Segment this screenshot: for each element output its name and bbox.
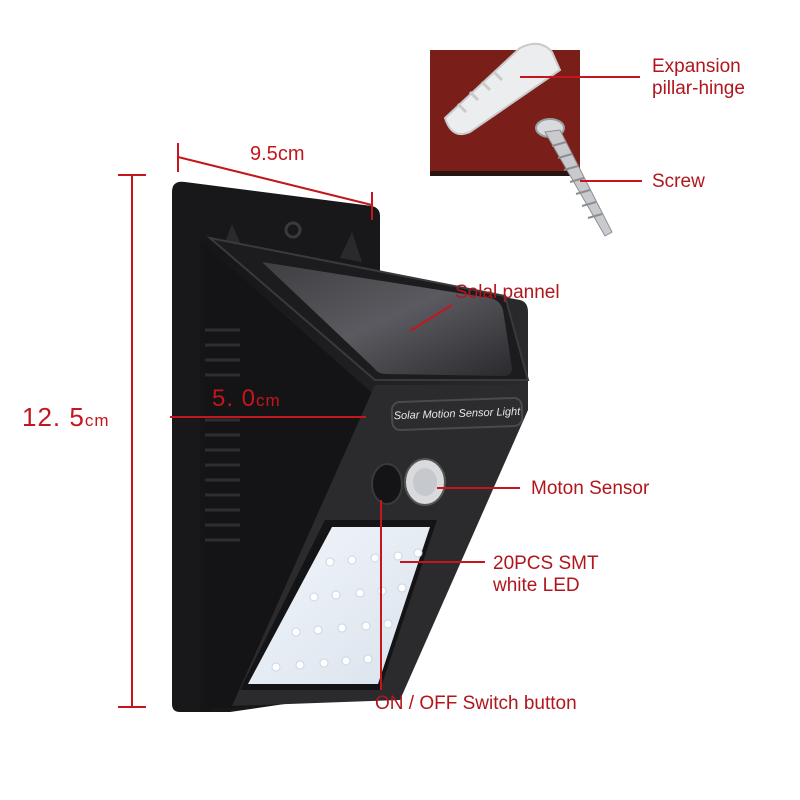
screw [535,118,613,237]
callout-lines [380,76,642,690]
width-unit: cm [277,143,305,165]
product-name-badge: Solar Motion Sensor Light [390,396,524,432]
height-dimension: 12. 5cm [22,402,110,433]
width-dimension: 9.5cm [250,143,304,166]
callout-led-line2: white LED [493,575,580,596]
led-panel [240,520,437,690]
solar-panel [262,262,512,376]
height-value: 12. 5 [22,402,85,432]
callout-expansion-line1: Expansion [652,56,741,77]
callout-solar-panel: Solal pannel [455,282,560,303]
callout-led-line1: 20PCS SMT [493,553,599,574]
dimension-lines [118,143,373,708]
expansion-anchor [443,42,562,136]
callout-motion-sensor: Moton Sensor [531,478,650,499]
depth-dimension: 5. 0cm [212,385,281,413]
depth-unit: cm [256,391,281,410]
callout-expansion-pillar-hinge: Expansion pillar-hinge [652,56,745,100]
callout-switch: ON / OFF Switch button [375,693,577,714]
switch-button [371,463,403,505]
width-value: 9.5 [250,143,278,165]
height-unit: cm [84,411,110,430]
depth-value: 5. 0 [212,385,257,412]
callout-screw: Screw [652,171,705,192]
motion-sensor-lens [404,458,446,506]
callout-expansion-line2: pillar-hinge [652,78,745,99]
callout-led: 20PCS SMT white LED [493,553,599,597]
